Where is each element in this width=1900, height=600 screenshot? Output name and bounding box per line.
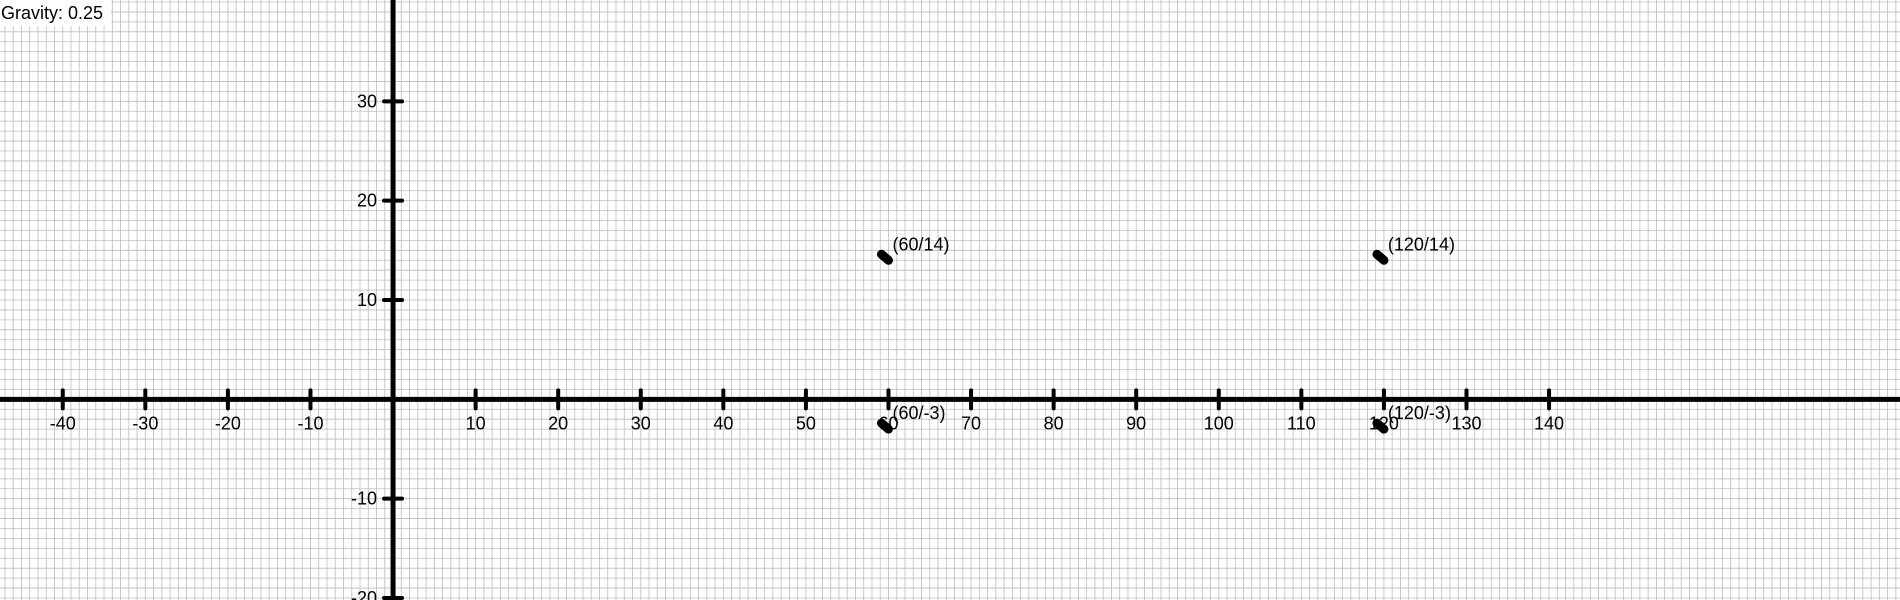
x-tick-label: 40 <box>713 413 733 433</box>
point-marker <box>876 249 893 265</box>
x-tick-label: 100 <box>1204 413 1234 433</box>
y-tick-label: 10 <box>357 290 377 310</box>
gravity-label: Gravity: <box>1 3 64 23</box>
x-tick-label: 130 <box>1451 413 1481 433</box>
axis-ticks: -40-30-20-101020304050607080901001101201… <box>50 91 1564 600</box>
y-tick-label: 30 <box>357 91 377 111</box>
point-label: (120/-3) <box>1388 403 1451 423</box>
point-marker <box>1372 418 1389 434</box>
x-tick-label: 80 <box>1044 413 1064 433</box>
x-tick-label: 50 <box>796 413 816 433</box>
x-tick-label: -20 <box>215 413 241 433</box>
data-points: (60/14) (120/14) (60/-3) (120/-3) <box>876 234 1455 434</box>
x-tick-label: 70 <box>961 413 981 433</box>
x-tick-label: 110 <box>1287 413 1316 433</box>
point-marker <box>1372 249 1389 265</box>
x-tick-label: -10 <box>297 413 323 433</box>
x-tick-label: -40 <box>50 413 76 433</box>
point-label: (120/14) <box>1388 234 1455 254</box>
x-tick-label: 140 <box>1534 413 1564 433</box>
gravity-readout: Gravity: 0.25 <box>0 0 112 26</box>
x-tick-label: 10 <box>466 413 486 433</box>
y-tick-label: -20 <box>351 588 377 600</box>
x-tick-label: 20 <box>548 413 568 433</box>
y-tick-label: 20 <box>357 191 377 211</box>
point-marker <box>876 418 893 434</box>
x-tick-label: -30 <box>132 413 158 433</box>
gravity-value: 0.25 <box>68 3 104 23</box>
point-label: (60/14) <box>892 234 949 254</box>
point-label: (60/-3) <box>892 403 945 423</box>
y-tick-label: -10 <box>351 489 377 509</box>
x-tick-label: 30 <box>631 413 651 433</box>
x-tick-label: 90 <box>1126 413 1146 433</box>
